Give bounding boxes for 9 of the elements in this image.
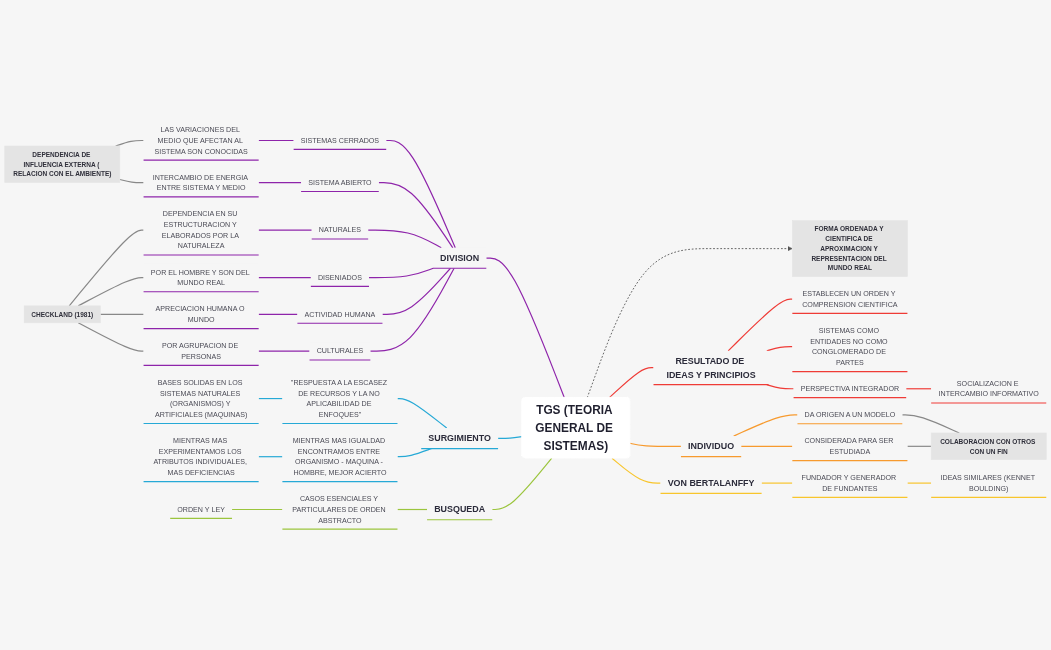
- connector: [258, 313, 298, 315]
- connector: [766, 346, 793, 352]
- connector: [378, 182, 454, 249]
- connector: [258, 397, 283, 400]
- connector: [258, 456, 283, 458]
- connector: [727, 298, 793, 352]
- connector: [258, 182, 302, 184]
- connector: [761, 482, 793, 484]
- connector: [369, 267, 455, 352]
